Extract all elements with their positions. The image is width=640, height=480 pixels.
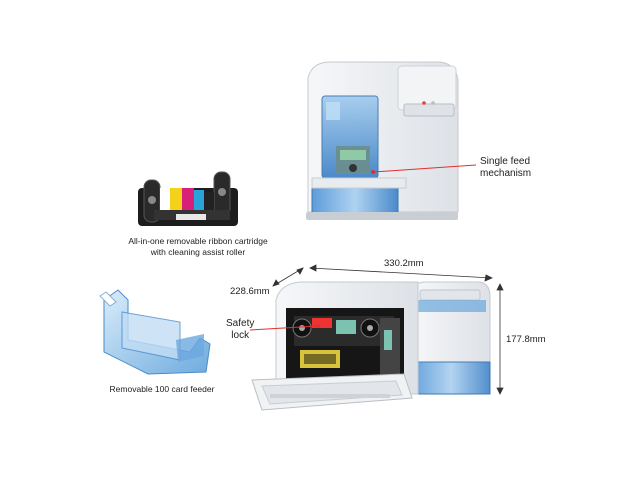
single-feed-line2: mechanism — [480, 168, 532, 179]
safety-lock-line2: lock — [231, 330, 250, 341]
printer-open-illustration — [251, 281, 491, 411]
safety-lock-pointer — [249, 325, 319, 331]
ribbon-caption: All-in-one removable ribbon cartridge wi… — [108, 236, 288, 258]
ribbon-caption-line1: All-in-one removable ribbon cartridge — [128, 236, 268, 246]
width-dimension-label: 330.2mm — [384, 258, 424, 269]
single-feed-line1: Single feed — [480, 156, 531, 167]
safety-lock-callout: Safety lock — [226, 318, 254, 342]
height-dimension-label: 177.8mm — [506, 334, 546, 345]
single-feed-callout: Single feed mechanism — [480, 156, 531, 180]
depth-dimension-label: 228.6mm — [230, 286, 270, 297]
card-feeder-illustration — [99, 289, 211, 375]
safety-lock-line1: Safety — [226, 318, 255, 329]
ribbon-cartridge-illustration — [138, 171, 238, 226]
feeder-caption: Removable 100 card feeder — [109, 384, 215, 394]
printer-top-illustration — [306, 61, 459, 220]
ribbon-caption-line2: with cleaning assist roller — [150, 247, 246, 257]
dimension-lines — [272, 264, 504, 395]
single-feed-pointer — [372, 164, 477, 173]
